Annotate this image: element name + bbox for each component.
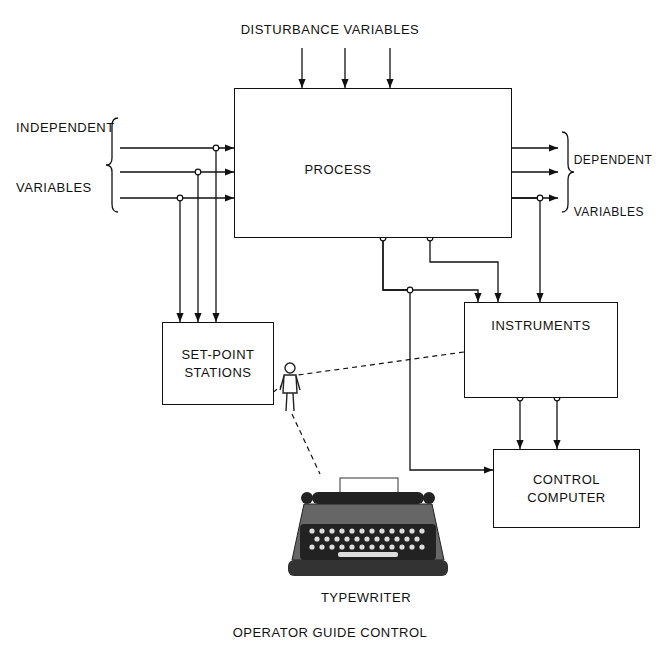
- process-box: CONTROL COMPUTER: [493, 449, 640, 528]
- process-box: INSTRUMENTS: [464, 302, 618, 398]
- independent-variable-lines: [120, 148, 234, 322]
- variable-label: TYPEWRITER: [321, 590, 411, 606]
- process-box: PROCESS: [234, 88, 512, 238]
- disturbance-arrows: [302, 48, 390, 88]
- process-box: SET-POINT STATIONS: [162, 322, 274, 405]
- box-label: CONTROL COMPUTER: [517, 471, 617, 506]
- operator-links: [266, 352, 464, 474]
- tap-dot: [407, 287, 413, 293]
- right-brace: [562, 132, 574, 212]
- box-label: SET-POINT STATIONS: [173, 346, 263, 381]
- operator-figure: [280, 363, 300, 411]
- signal-connector: [556, 398, 557, 449]
- box-label: PROCESS: [304, 161, 371, 179]
- variable-label: DISTURBANCE VARIABLES: [241, 22, 420, 38]
- dependent-variable-lines: [512, 148, 558, 198]
- signal-connector: [430, 238, 498, 302]
- typewriter-illustration: [288, 478, 448, 576]
- figure-caption: OPERATOR GUIDE CONTROL: [233, 625, 428, 640]
- signal-connector: [512, 198, 540, 302]
- tap-dot: [537, 195, 543, 201]
- signal-connector: [519, 398, 520, 449]
- variable-label: DEPENDENT VARIABLES: [574, 134, 652, 238]
- box-label: INSTRUMENTS: [491, 317, 590, 335]
- tap-dots: [177, 145, 219, 201]
- variable-label: INDEPENDENT VARIABLES: [16, 98, 114, 218]
